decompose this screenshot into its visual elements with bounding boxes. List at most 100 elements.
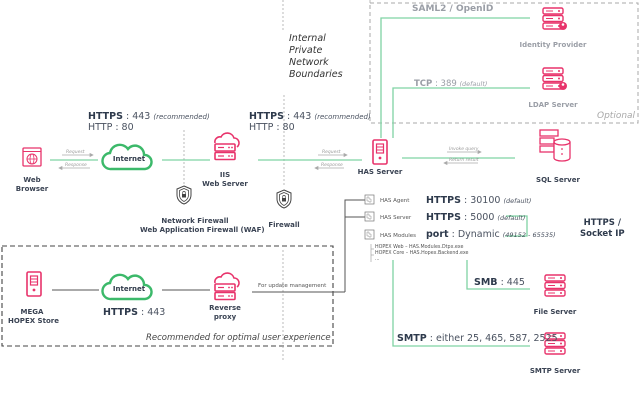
http-label: HTTP : 80 — [249, 122, 295, 133]
internet-label-2: Internet — [112, 285, 146, 293]
file-server-label: File Server — [533, 308, 577, 316]
optional-region — [369, 2, 639, 124]
has-agent-puzzle-icon — [364, 194, 375, 205]
smtp-server-label: SMTP Server — [529, 367, 581, 375]
boundary-line-4: Boundaries — [289, 69, 343, 80]
https-socket-label: HTTPS / Socket IP — [580, 218, 625, 240]
return-result-label: Return result — [449, 158, 479, 163]
agent-https-name: HTTPS — [426, 195, 461, 206]
server-https-note: (default) — [497, 214, 526, 222]
has-modules-list: HOPEX Web – HAS.Modules.Dtpx.exe HOPEX C… — [375, 245, 469, 263]
https-socket-line-2: Socket IP — [580, 229, 625, 239]
reverse-proxy-label-1: Reverse — [209, 304, 241, 312]
tcp389-name: TCP — [414, 79, 433, 89]
network-firewall-label-2: Web Application Firewall (WAF) — [140, 226, 265, 234]
network-firewall-label-1: Network Firewall — [161, 217, 229, 225]
has-modules-puzzle-icon — [364, 229, 375, 240]
identity-provider-label: Identity Provider — [519, 41, 587, 49]
store-https-label: HTTPS : 443 — [103, 307, 165, 318]
https-note: (recommended) — [153, 113, 210, 121]
smtp-value: : either 25, 465, 587, 2525 — [429, 333, 558, 344]
iis-web-server-icon — [214, 132, 240, 161]
server-https-value: : 5000 — [463, 212, 495, 223]
ldap-server-icon — [542, 67, 567, 90]
iis-label-1: IIS — [219, 171, 231, 179]
optional-label: Optional — [597, 111, 636, 121]
boundary-line-2: Private — [289, 45, 323, 56]
boundary-note: Internal Private Network Boundaries — [289, 33, 343, 81]
store-https-value: : 443 — [140, 307, 166, 318]
store-https-name: HTTPS — [103, 307, 138, 318]
update-management-label: For update management — [258, 283, 327, 289]
recommended-label: Recommended for optimal user experience — [146, 333, 331, 343]
modules-port-note: (49152 - 65535) — [502, 231, 556, 239]
boundary-line-1: Internal — [289, 33, 326, 44]
http-label: HTTP : 80 — [88, 122, 134, 133]
sql-server-label: SQL Server — [536, 176, 580, 184]
module-item: HOPEX Core – HAS.Hopex.Backend.exe — [375, 251, 469, 256]
smb-label: SMB : 445 — [474, 277, 525, 288]
has-server-icon — [372, 139, 388, 165]
https-value: : 443 — [286, 111, 312, 122]
tcp389-value: : 389 — [434, 79, 457, 89]
saml-label: SAML2 / OpenID — [412, 4, 494, 14]
web-browser-label-1: Web — [23, 176, 41, 184]
https-socket-line-1: HTTPS / — [583, 218, 621, 228]
has-agent-label: HAS Agent — [380, 198, 410, 204]
agent-https-value: : 30100 — [463, 195, 501, 206]
smtp-label: SMTP : either 25, 465, 587, 2525 — [397, 333, 558, 344]
has-server-puzzle-icon — [364, 211, 375, 222]
identity-provider-icon — [542, 7, 567, 30]
internet-label: Internet — [112, 155, 146, 163]
https-note: (recommended) — [314, 113, 371, 121]
invoke-query-label: Invoke query — [449, 147, 479, 152]
server-https-label: HTTPS : 5000 (default) — [426, 212, 525, 223]
response-label: Response — [65, 163, 87, 168]
mega-store-label-2: HOPEX Store — [8, 317, 59, 325]
modules-port-label: port : Dynamic (49152 - 65535) — [426, 229, 556, 240]
web-browser-label-2: Browser — [15, 185, 49, 193]
firewall-label: Firewall — [268, 221, 300, 229]
https-name: HTTPS — [88, 111, 123, 122]
https-label-internet: HTTPS : 443 (recommended) HTTP : 80 — [88, 111, 210, 133]
tcp389-label: TCP : 389 (default) — [414, 79, 487, 89]
request-label: Request — [66, 150, 85, 155]
firewall-shield-icon — [276, 189, 292, 209]
has-server-label: HAS Server — [357, 168, 403, 176]
modules-port-name: port — [426, 229, 449, 240]
boundary-line-3: Network — [289, 57, 329, 68]
network-firewall-label: Network Firewall Web Application Firewal… — [140, 217, 265, 235]
ldap-server-label: LDAP Server — [528, 101, 578, 109]
recommended-region — [1, 245, 334, 347]
module-item: HOPEX Web – HAS.Modules.Dtpx.exe — [375, 245, 464, 250]
smb-value: : 445 — [500, 277, 525, 288]
smb-name: SMB — [474, 277, 498, 288]
request-label-2: Request — [322, 150, 341, 155]
mega-store-label: MEGA HOPEX Store — [8, 308, 59, 326]
server-https-name: HTTPS — [426, 212, 461, 223]
https-name: HTTPS — [249, 111, 284, 122]
smtp-name: SMTP — [397, 333, 427, 344]
reverse-proxy-icon — [214, 272, 240, 301]
file-server-icon — [544, 274, 566, 297]
iis-label-2: Web Server — [202, 180, 248, 188]
module-item: ... — [375, 257, 380, 262]
agent-https-note: (default) — [503, 197, 532, 205]
https-label-internal: HTTPS : 443 (recommended) HTTP : 80 — [249, 111, 371, 133]
tcp389-note: (default) — [459, 80, 488, 88]
mega-store-icon — [26, 271, 42, 297]
sql-server-icon — [539, 129, 571, 162]
reverse-proxy-label: Reverse proxy — [205, 304, 245, 322]
iis-label: IIS Web Server — [200, 171, 250, 189]
web-browser-label: Web Browser — [12, 176, 52, 194]
response-label-2: Response — [321, 163, 343, 168]
modules-port-value: : Dynamic — [451, 229, 500, 240]
reverse-proxy-label-2: proxy — [213, 313, 237, 321]
agent-https-label: HTTPS : 30100 (default) — [426, 195, 531, 206]
mega-store-label-1: MEGA — [20, 308, 44, 316]
connection-lines — [50, 17, 530, 347]
waf-shield-icon — [176, 185, 192, 205]
web-browser-icon — [22, 147, 42, 167]
https-value: : 443 — [125, 111, 151, 122]
